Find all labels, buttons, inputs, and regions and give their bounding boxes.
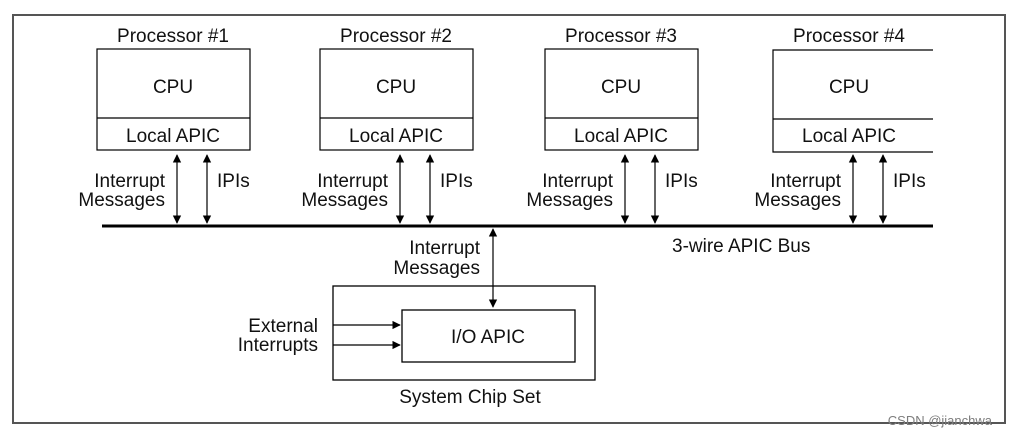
interrupt-label-1: Interrupt (94, 171, 165, 192)
cpu-label: CPU (153, 77, 193, 98)
processor-box (544, 48, 699, 151)
local-apic-label: Local APIC (574, 126, 668, 147)
ipi-label: IPIs (217, 171, 250, 192)
interrupt-label-2: Messages (301, 190, 388, 211)
io-apic-label: I/O APIC (451, 327, 525, 348)
watermark: CSDN @jianchwa (887, 413, 992, 428)
cpu-label: CPU (601, 77, 641, 98)
external-label-1: External (248, 316, 318, 337)
ipi-label: IPIs (440, 171, 473, 192)
io-interrupt-label-1: Interrupt (409, 238, 480, 259)
processor-title: Processor #3 (565, 26, 677, 47)
bus-label: 3-wire APIC Bus (672, 236, 810, 257)
local-apic-label: Local APIC (126, 126, 220, 147)
external-label-2: Interrupts (238, 335, 318, 356)
processor-title: Processor #1 (117, 26, 229, 47)
outer-frame (12, 14, 1006, 424)
local-apic-label: Local APIC (802, 126, 896, 147)
processor-title: Processor #4 (793, 26, 905, 47)
processor-box (772, 49, 933, 153)
io-interrupt-label-2: Messages (393, 258, 480, 279)
io-apic-box (401, 309, 576, 363)
processor-title: Processor #2 (340, 26, 452, 47)
processor-box (319, 48, 474, 151)
cpu-label: CPU (376, 77, 416, 98)
interrupt-label-2: Messages (754, 190, 841, 211)
processor-box (96, 48, 251, 151)
interrupt-label-2: Messages (78, 190, 165, 211)
interrupt-label-1: Interrupt (317, 171, 388, 192)
system-chip-set-box (332, 285, 596, 381)
local-apic-label: Local APIC (349, 126, 443, 147)
interrupt-label-2: Messages (526, 190, 613, 211)
chipset-label: System Chip Set (399, 387, 541, 408)
interrupt-label-1: Interrupt (770, 171, 841, 192)
cpu-label: CPU (829, 77, 869, 98)
interrupt-label-1: Interrupt (542, 171, 613, 192)
ipi-label: IPIs (893, 171, 926, 192)
ipi-label: IPIs (665, 171, 698, 192)
